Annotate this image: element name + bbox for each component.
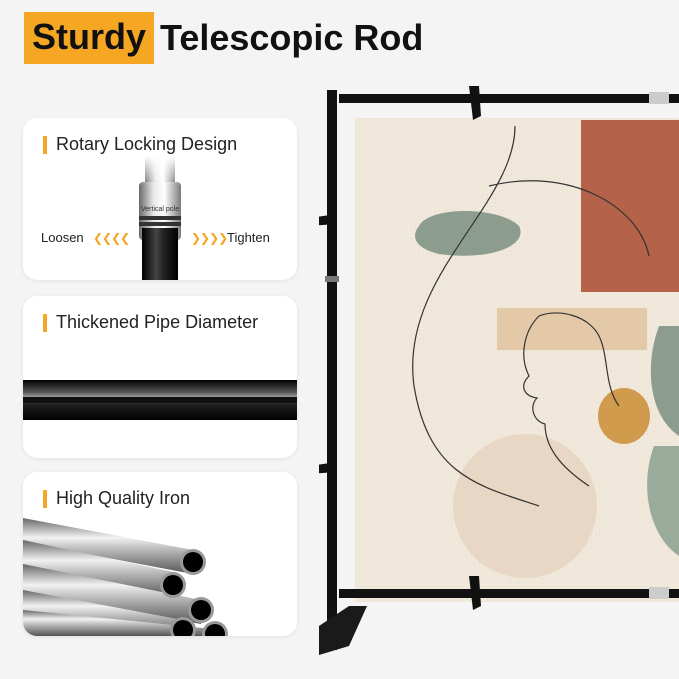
sage-blob [415,211,521,256]
accent-bar [43,313,47,332]
base-foot [319,606,367,655]
iron-tubes-illustration [23,518,228,636]
leaf-shape [650,326,679,436]
clamp [469,86,481,120]
rotary-pole-illustration [133,156,193,280]
card-title-text: High Quality Iron [56,488,191,508]
sand-band [497,308,647,350]
card-rotary-locking: Rotary Locking Design [23,118,297,280]
backdrop-stand-illustration [319,86,679,655]
headline: Sturdy Telescopic Rod [24,12,423,64]
tighten-label: Tighten [227,230,270,245]
card-thickened-pipe: Thickened Pipe Diameter [23,296,297,458]
pale-circle [453,434,597,578]
card-title: Thickened Pipe Diameter [43,312,258,333]
headline-highlight: Sturdy [24,12,155,64]
bottom-crossbar [339,589,679,598]
accent-bar [43,489,47,508]
card-title-text: Thickened Pipe Diameter [56,312,259,332]
chevron-right-icon: ❯❯❯❯ [191,231,228,245]
chevron-left-icon: ❮❮❮❮ [93,231,130,245]
headline-text: Telescopic Rod [160,17,424,58]
loosen-label: Loosen [41,230,84,245]
card-title-text: Rotary Locking Design [56,134,238,154]
pipe-illustration [23,380,297,420]
card-title: High Quality Iron [43,488,190,509]
mustard-earring [598,388,650,444]
pole-label: Vertical pole [141,206,180,213]
left-upright [327,90,337,650]
card-high-quality-iron: High Quality Iron [23,472,297,636]
top-crossbar [339,94,679,103]
rust-block [581,120,679,292]
accent-bar [43,135,47,154]
card-title: Rotary Locking Design [43,134,237,155]
